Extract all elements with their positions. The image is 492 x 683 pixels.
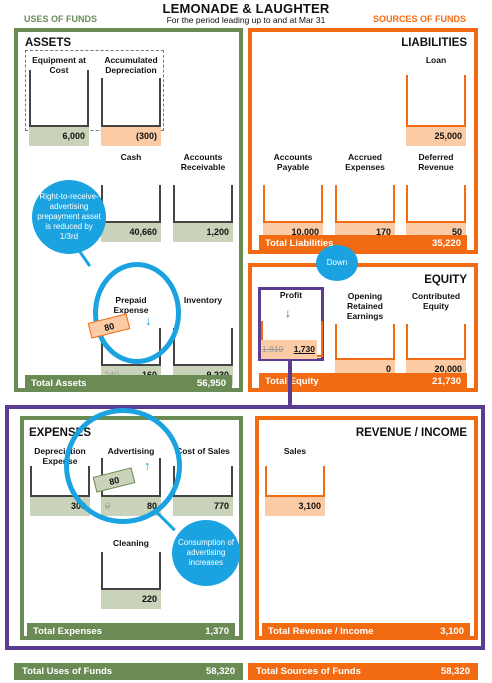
account-label: Profit [279,290,303,300]
t-account [101,78,161,127]
total-revenue-value: 3,100 [440,626,464,637]
t-account [263,185,323,223]
loan-account: Loan 25,000 [406,55,466,146]
account-value: 300 [30,497,90,516]
arrow-up-icon: ↑ [144,458,151,473]
total-equity-value: 21,730 [431,376,461,387]
page-subtitle: For the period leading up to and at Mar … [166,15,326,25]
total-expenses-bar: Total Expenses 1,370 [27,623,235,640]
assets-title: ASSETS [25,37,72,49]
total-assets-label: Total Assets [31,378,87,389]
equity-title: EQUITY [424,274,467,286]
total-liabilities-value: 35,220 [431,238,461,249]
advertising-highlight-ring [64,408,182,524]
total-assets-value: 56,950 [196,378,226,389]
accrued-expenses-account: Accrued Expenses 170 [335,152,395,242]
account-label: Cleaning [113,538,149,548]
accumulated-depreciation-account: Accumulated Depreciation (300) [101,55,161,146]
old-value: 1,810 [262,344,284,354]
t-account [406,185,466,223]
revenue-title: REVENUE / INCOME [355,427,467,439]
t-account [406,324,466,360]
liabilities-title: LIABILITIES [401,37,467,49]
account-value: (300) [101,127,161,146]
account-label: Inventory [183,295,223,305]
account-label: Opening Retained Earnings [346,291,384,321]
arrow-down-icon: ↓ [285,306,291,320]
inventory-account: Inventory 9,230 [173,295,233,385]
cleaning-account: Cleaning 220 [101,538,161,628]
deferred-revenue-account: Deferred Revenue 50 [406,152,466,242]
account-label: Accumulated Depreciation [104,55,158,75]
accounts-payable-account: Accounts Payable 10,000 [263,152,323,242]
t-account [173,328,233,366]
uses-of-funds-label: USES OF FUNDS [24,14,98,24]
equipment-at-cost-account: Equipment at Cost 6,000 [29,55,89,146]
opening-retained-earnings-account: Opening Retained Earnings 0 [335,291,395,381]
account-label: Accounts Receivable [180,152,226,172]
total-uses-label: Total Uses of Funds [22,666,113,677]
depreciation-expense-account: Depreciation Expense 300 [30,446,90,536]
account-label: Equipment at Cost [32,55,86,75]
cash-account: Cash 40,660 [101,152,161,242]
account-label: Deferred Revenue [418,152,454,172]
down-note-bubble: Down [316,245,358,281]
account-value: 1,810 1,730 [261,340,317,359]
profit-connector-line [288,361,292,407]
total-revenue-label: Total Revenue / Income [268,626,374,637]
total-liabilities-bar: Total Liabilities 35,220 [259,235,467,252]
advertising-note-bubble: Consumption of advertising increases [172,520,240,586]
account-value: 6,000 [29,127,89,146]
total-sources-value: 58,320 [440,666,470,677]
account-value: 3,100 [265,497,325,516]
fixed-assets-group [25,50,164,131]
t-account [29,70,89,127]
total-expenses-label: Total Expenses [33,626,102,637]
assets-panel: ASSETS Equipment at Cost 6,000 Accumulat… [14,28,243,392]
sources-of-funds-label: SOURCES OF FUNDS [372,14,466,24]
t-account [406,75,466,127]
t-account [173,185,233,223]
total-uses-bar: Total Uses of Funds 58,320 [14,663,243,680]
page-title: LEMONADE & LAUGHTER [162,1,330,16]
total-liabilities-label: Total Liabilities [265,238,334,249]
account-label: Cash [120,152,142,162]
cost-of-sales-account: Cost of Sales 770 [173,446,233,536]
account-label: Accrued Expenses [345,152,385,172]
total-sources-label: Total Sources of Funds [256,666,361,677]
profit-account: Profit ↓ 1,810 1,730 [261,290,323,380]
account-label: Accounts Payable [273,152,313,172]
account-label: Sales [283,446,307,456]
new-value: 1,730 [293,344,315,354]
account-label: Cost of Sales [176,446,230,456]
t-account [265,466,325,497]
account-label: Loan [425,55,447,65]
total-expenses-value: 1,370 [205,626,229,637]
income-statement-frame [5,405,485,650]
sales-account: Sales 3,100 [265,446,325,536]
account-label: Contributed Equity [411,291,461,311]
prepaid-highlight-ring [93,262,181,364]
accounts-receivable-account: Accounts Receivable 1,200 [173,152,233,242]
total-uses-value: 58,320 [205,666,235,677]
t-account [335,185,395,223]
total-assets-bar: Total Assets 56,950 [25,375,232,392]
account-value: 40,660 [101,223,161,242]
prepaid-note-bubble: Right-to-receive-advertising prepayment … [32,180,106,254]
t-account [335,324,395,360]
account-value: 25,000 [406,127,466,146]
revenue-panel: REVENUE / INCOME Sales 3,100 Total Reven… [255,416,478,640]
account-value: 770 [173,497,233,516]
total-sources-bar: Total Sources of Funds 58,320 [248,663,478,680]
t-account [101,552,161,590]
arrow-down-icon: ↓ [145,313,152,328]
account-value: 1,200 [173,223,233,242]
liabilities-panel: LIABILITIES Loan 25,000 Accounts Payable… [248,28,478,254]
total-revenue-bar: Total Revenue / Income 3,100 [262,623,470,640]
equity-panel: EQUITY Opening Retained Earnings 0 Contr… [248,263,478,392]
account-label: Depreciation Expense [34,446,86,466]
account-value: 220 [101,590,161,609]
t-account [101,185,161,223]
contributed-equity-account: Contributed Equity 20,000 [406,291,466,381]
